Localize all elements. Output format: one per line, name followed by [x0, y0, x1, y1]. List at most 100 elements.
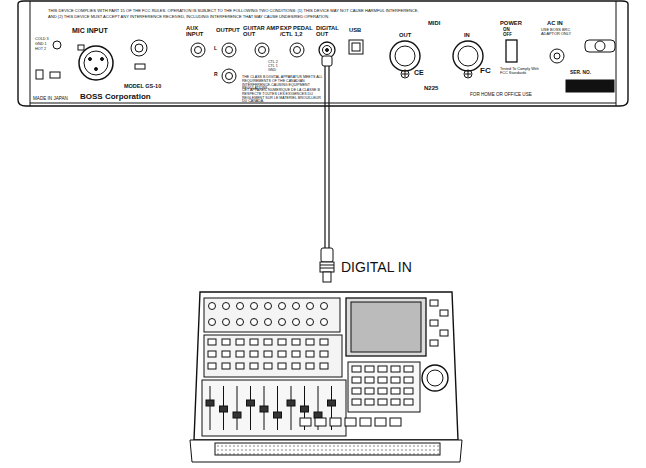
recorder-detail — [208, 351, 216, 357]
pin-label: COLD 3 — [35, 37, 49, 41]
recorder-detail — [237, 386, 238, 430]
recorder-detail — [321, 319, 328, 326]
usage-note: FOR HOME OR OFFICE USE — [470, 93, 532, 98]
recorder-detail — [210, 386, 211, 430]
recorder-detail — [233, 412, 241, 418]
recorder-detail — [375, 418, 386, 426]
recorder-detail — [251, 319, 258, 326]
fcc-notice: AND (2) THIS DEVICE MUST ACCEPT ANY INTE… — [48, 15, 329, 19]
recorder-detail — [237, 303, 244, 310]
fcc-statement: Tested To Comply With FCC Standards — [500, 67, 540, 75]
recorder-detail — [430, 320, 438, 326]
recorder-detail — [237, 319, 244, 326]
recorder-detail — [365, 388, 374, 394]
recorder-detail — [250, 339, 258, 345]
recorder-detail — [223, 319, 230, 326]
recorder-detail — [404, 388, 413, 394]
recorder-detail — [404, 377, 413, 383]
recorder-detail — [390, 418, 401, 426]
recorder-detail — [404, 399, 413, 405]
recorder-detail — [378, 399, 387, 405]
connector-label: DIGITAL IN — [341, 260, 412, 275]
channel-label: L — [214, 46, 217, 51]
channel-label: R — [214, 72, 218, 77]
recorder-detail — [320, 363, 328, 369]
recorder-detail — [251, 303, 258, 310]
recorder-detail — [209, 319, 216, 326]
recorder-detail — [352, 399, 361, 405]
recorder-detail — [278, 363, 286, 369]
recorder-detail — [250, 386, 251, 430]
recorder-detail — [265, 303, 272, 310]
recorder-detail — [236, 339, 244, 345]
recorder-detail — [250, 351, 258, 357]
recorder-detail — [293, 319, 300, 326]
recorder-detail — [220, 406, 228, 412]
recorder-detail — [264, 339, 272, 345]
recorder-detail — [352, 377, 361, 383]
recorder-detail — [209, 303, 216, 310]
recorder-detail — [306, 339, 314, 345]
jack-label: AUX INPUT — [186, 25, 212, 37]
recorder-detail — [430, 300, 438, 306]
recorder-detail — [360, 418, 371, 426]
recorder-detail — [391, 377, 400, 383]
recorder-detail — [292, 339, 300, 345]
jack-label: OUTPUT — [216, 27, 240, 33]
jack-label: AC IN — [547, 20, 563, 26]
recorder-detail — [352, 388, 361, 394]
recorder-detail — [206, 400, 214, 406]
jack-label: USB — [349, 27, 361, 33]
recorder-detail — [365, 399, 374, 405]
gs10-panel — [18, 1, 628, 106]
recorder-detail — [330, 418, 341, 426]
maker-name: BOSS Corporation — [80, 93, 151, 101]
recorder-detail — [391, 399, 400, 405]
recorder-detail — [222, 339, 230, 345]
recorder-detail — [292, 363, 300, 369]
ctick-mark: N225 — [424, 85, 438, 91]
ce-mark: CE — [414, 69, 424, 76]
recorder-detail — [391, 366, 400, 372]
jack-label: EXP PEDAL /CTL 1,2 — [280, 25, 316, 37]
recorder-detail — [260, 406, 268, 412]
origin-label: MADE IN JAPAN — [33, 97, 68, 102]
recorder-detail — [247, 400, 255, 406]
canada-notice: CET APPAREIL NUMERIQUE DE LA CLASSE B RE… — [242, 89, 326, 104]
recorder-detail — [274, 412, 282, 418]
recorder-detail — [236, 351, 244, 357]
recorder-detail — [391, 388, 400, 394]
jack-label: MIC INPUT — [72, 27, 108, 34]
recorder-detail — [378, 377, 387, 383]
pin-label: GND 1 — [35, 42, 47, 46]
recorder-detail — [264, 351, 272, 357]
recorder-detail — [365, 377, 374, 383]
recorder-detail — [208, 339, 216, 345]
recorder-detail — [404, 366, 413, 372]
adaptor-note: USE BOSS BRC ADAPTOR ONLY — [541, 28, 579, 36]
digital-cable — [320, 56, 334, 282]
recorder-detail — [264, 363, 272, 369]
recorder-detail — [315, 418, 326, 426]
recorder-detail — [278, 351, 286, 357]
recorder-detail — [345, 418, 356, 426]
recorder-detail — [265, 319, 272, 326]
recorder-detail — [352, 366, 361, 372]
recorder-detail — [208, 363, 216, 369]
recorder-detail — [328, 400, 336, 406]
recorder-detail — [314, 412, 322, 418]
recorder-detail — [301, 406, 309, 412]
serial-label: SER. NO. — [570, 70, 591, 75]
recorder-detail — [292, 351, 300, 357]
jack-label: OUT — [399, 32, 411, 38]
recorder-detail — [430, 340, 438, 346]
switch-label: OFF — [503, 33, 512, 38]
recorder-detail — [277, 386, 278, 430]
recorder-detail — [278, 339, 286, 345]
recorder-detail — [291, 386, 292, 430]
recorder-detail — [279, 319, 286, 326]
jack-label: IN — [464, 32, 470, 38]
recorder-detail — [300, 418, 311, 426]
recorder — [190, 292, 462, 462]
